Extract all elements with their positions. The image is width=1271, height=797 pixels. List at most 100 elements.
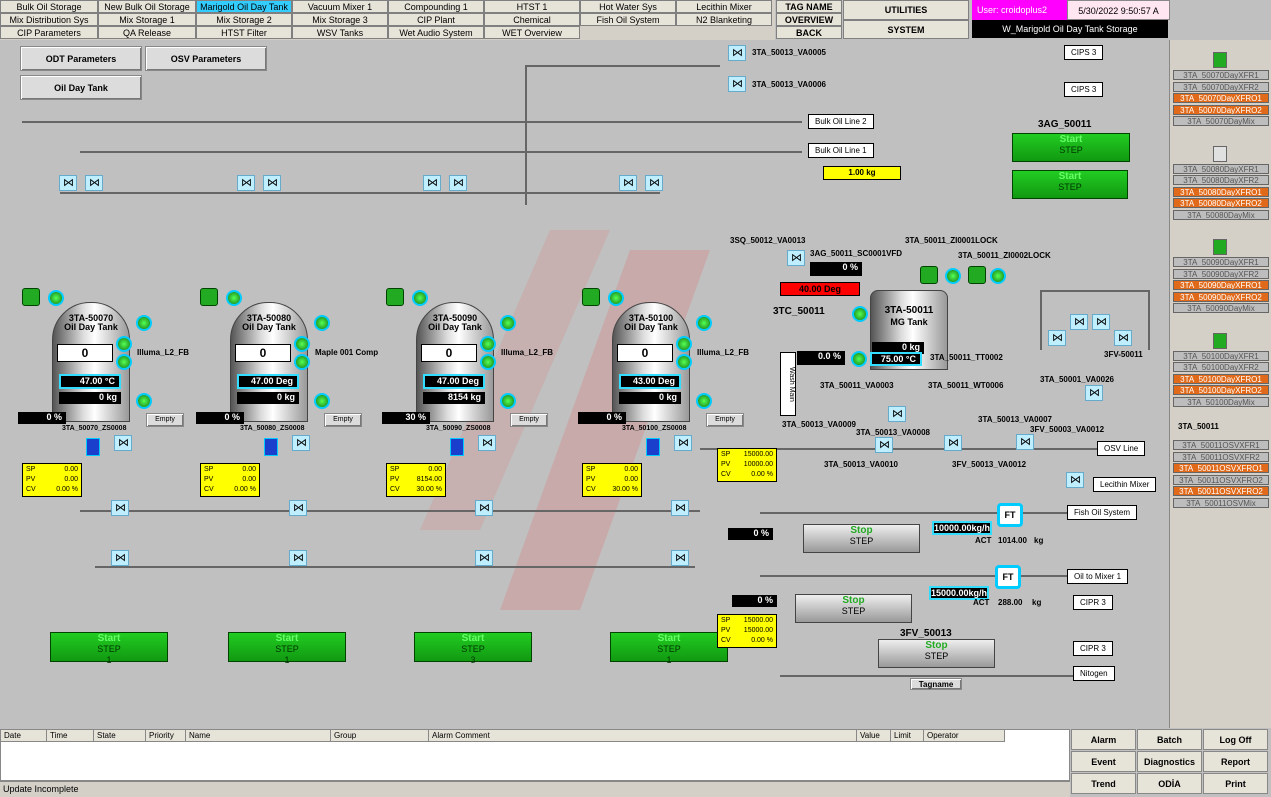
valve-icon[interactable] [674,435,692,451]
valve-icon[interactable] [289,550,307,566]
pump-icon[interactable] [86,438,100,456]
valve-icon[interactable] [645,175,663,191]
valve-icon[interactable] [888,406,906,422]
valve-icon[interactable] [59,175,77,191]
cipr-3-tag[interactable]: CIPR 3 [1073,595,1113,610]
alarm-column-header[interactable]: Operator [924,730,1005,741]
transfer-item[interactable]: 3TA_50011OSVMix [1173,497,1269,508]
osv-parameters-button[interactable]: OSV Parameters [145,46,267,71]
nav-row2-3[interactable]: Mix Storage 3 [292,13,388,26]
nav-row1-0[interactable]: Bulk Oil Storage [0,0,98,13]
valve-icon[interactable] [475,500,493,516]
transfer-item[interactable]: 3TA_50100DayXFR1 [1173,350,1269,361]
pump-icon[interactable] [264,438,278,456]
alarm-button[interactable]: Alarm [1071,729,1136,750]
valve-icon[interactable] [292,435,310,451]
lock-icon[interactable] [582,288,600,306]
lock-icon[interactable] [920,266,938,284]
nav-row2-4[interactable]: CIP Plant [388,13,484,26]
lecithin-mixer-tag[interactable]: Lecithin Mixer [1093,477,1157,492]
transfer-item[interactable]: 3TA_50100DayXFRO2 [1173,385,1269,395]
valve-icon[interactable] [787,250,805,266]
nav-row3-5[interactable]: WET Overview [484,26,580,39]
nav-row1-4[interactable]: Compounding 1 [388,0,484,13]
flow-transmitter-icon[interactable]: FT [995,565,1021,589]
lock-icon[interactable] [200,288,218,306]
utilities-button[interactable]: UTILITIES [843,0,969,20]
transfer-item[interactable]: 3TA_50100DayXFRO1 [1173,373,1269,384]
nav-row1-7[interactable]: Lecithin Mixer [676,0,772,13]
bulk-oil-line-2-tag[interactable]: Bulk Oil Line 2 [808,114,874,129]
valve-icon[interactable] [289,500,307,516]
alarm-column-header[interactable]: Time [47,730,94,741]
nitrogen-tag[interactable]: Nitogen [1073,666,1115,681]
oil-to-mixer-tag[interactable]: Oil to Mixer 1 [1067,569,1129,584]
transfer-item[interactable]: 3TA_50080DayXFR2 [1173,175,1269,185]
pump-icon[interactable] [646,438,660,456]
valve-icon[interactable] [671,500,689,516]
nav-row2-6[interactable]: Fish Oil System [580,13,676,26]
valve-icon[interactable] [478,435,496,451]
transfer-item[interactable]: 3TA_50011OSVXFRO2 [1173,474,1269,485]
valve-icon[interactable] [1048,330,1066,346]
alarm-column-header[interactable]: Date [1,730,47,741]
nav-row3-2[interactable]: HTST Filter [196,26,292,39]
flow-transmitter-icon[interactable]: FT [997,503,1023,527]
transfer-item[interactable]: 3TA_50011OSVXFR2 [1173,451,1269,462]
cipr-3-tag[interactable]: CIPR 3 [1073,641,1113,656]
transfer-item[interactable]: 3TA_50070DayMix [1173,116,1269,126]
valve-icon[interactable] [875,437,893,453]
empty-button[interactable]: Empty [706,413,744,427]
odia-button[interactable]: ODİA [1137,773,1202,794]
transfer-item[interactable]: 3TA_50090DayXFRO1 [1173,280,1269,290]
valve-icon[interactable] [1066,472,1084,488]
nav-row1-3[interactable]: Vacuum Mixer 1 [292,0,388,13]
nav-row2-7[interactable]: N2 Blanketing [676,13,772,26]
osv-line-tag[interactable]: OSV Line [1097,441,1146,456]
alarm-column-header[interactable]: Value [857,730,891,741]
valve-icon[interactable] [85,175,103,191]
valve-icon[interactable] [423,175,441,191]
transfer-item[interactable]: 3TA_50080DayXFRO1 [1173,186,1269,197]
alarm-column-header[interactable]: State [94,730,146,741]
valve-icon[interactable] [449,175,467,191]
empty-button[interactable]: Empty [146,413,184,427]
system-button[interactable]: SYSTEM [843,20,969,39]
diagnostics-button[interactable]: Diagnostics [1137,751,1202,772]
valve-icon[interactable] [475,550,493,566]
valve-icon[interactable] [111,500,129,516]
cips-3-tag[interactable]: CIPS 3 [1064,82,1104,97]
nav-row2-5[interactable]: Chemical [484,13,580,26]
transfer-item[interactable]: 3TA_50080DayXFRO2 [1173,198,1269,208]
odt-parameters-button[interactable]: ODT Parameters [20,46,142,71]
transfer-item[interactable]: 3TA_50070DayXFR1 [1173,70,1269,80]
valve-icon[interactable] [671,550,689,566]
transfer-item[interactable]: 3TA_50100DayMix [1173,396,1269,407]
nav-row1-6[interactable]: Hot Water Sys [580,0,676,13]
tag-name-button[interactable]: TAG NAME [776,0,842,13]
logoff-button[interactable]: Log Off [1203,729,1268,750]
alarm-column-header[interactable]: Group [331,730,429,741]
valve-icon[interactable] [1114,330,1132,346]
empty-button[interactable]: Empty [324,413,362,427]
valve-icon[interactable] [111,550,129,566]
report-button[interactable]: Report [1203,751,1268,772]
alarm-column-header[interactable]: Name [186,730,331,741]
valve-icon[interactable] [1070,314,1088,330]
nav-row3-3[interactable]: WSV Tanks [292,26,388,39]
nav-row3-4[interactable]: Wet Audio System [388,26,484,39]
nav-row3-1[interactable]: QA Release [98,26,196,39]
transfer-item[interactable]: 3TA_50070DayXFRO1 [1173,93,1269,103]
nav-row2-1[interactable]: Mix Storage 1 [98,13,196,26]
valve-icon[interactable] [1085,385,1103,401]
transfer-item[interactable]: 3TA_50011OSVXFR1 [1173,440,1269,450]
trend-button[interactable]: Trend [1071,773,1136,794]
valve-icon[interactable] [263,175,281,191]
